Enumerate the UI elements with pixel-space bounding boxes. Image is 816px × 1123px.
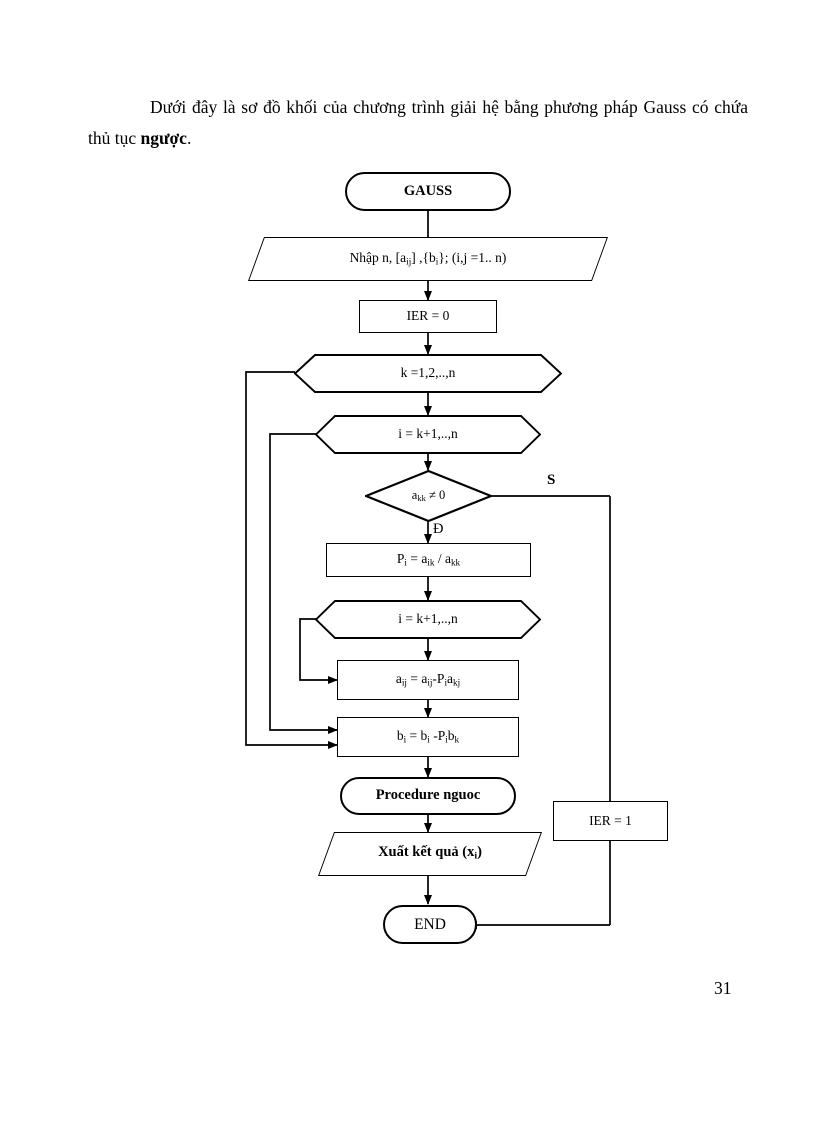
node-update-aij-label: aij = aij-Piakj — [395, 671, 461, 688]
node-start[interactable]: GAUSS — [345, 172, 511, 211]
node-loop-k-label: k =1,2,..,n — [400, 365, 456, 381]
bi-t3: -P — [429, 728, 446, 744]
node-ier-zero[interactable]: IER = 0 — [359, 300, 497, 333]
node-start-label: GAUSS — [403, 182, 453, 199]
output-text-2: ) — [477, 844, 482, 861]
input-sub-2: i — [435, 256, 439, 267]
branch-label-false: S — [547, 472, 556, 488]
aij-s3: i — [444, 677, 447, 688]
bi-s3: i — [445, 734, 448, 745]
node-loop-i-outer-label: i = k+1,..,n — [398, 426, 458, 442]
bi-t1: b — [396, 728, 404, 744]
bi-s1: i — [403, 734, 407, 745]
node-output-label: Xuất kết quả (xi) — [378, 844, 482, 862]
bi-s2: i — [427, 734, 430, 745]
hexagon-shape — [294, 354, 562, 393]
pi-sub-p: i — [404, 557, 407, 568]
pi-text-eq: = a — [406, 551, 428, 567]
input-sub-1: ij — [406, 256, 412, 267]
output-text-1: Xuất kết quả (x — [378, 844, 475, 861]
node-ier-zero-label: IER = 0 — [406, 308, 450, 324]
output-sub: i — [474, 850, 478, 862]
node-loop-k[interactable]: k =1,2,..,n — [294, 354, 562, 393]
body-paragraph: Dưới đây là sơ đồ khối của chương trình … — [88, 92, 748, 154]
node-update-bi-label: bi = bi -Pibk — [396, 728, 460, 745]
pi-sub-a1: ik — [427, 557, 435, 568]
pi-sub-a2: kk — [450, 557, 461, 568]
node-update-aij[interactable]: aij = aij-Piakj — [337, 660, 519, 700]
node-ier-one-label: IER = 1 — [589, 812, 632, 828]
paragraph-line-1: Dưới đây là sơ đồ khối của chương trình … — [150, 97, 687, 117]
node-loop-i-inner-label: i = k+1,..,n — [398, 611, 458, 627]
hexagon-shape — [315, 415, 541, 454]
aij-s4: kj — [453, 677, 461, 688]
node-end-label: END — [414, 915, 446, 933]
node-loop-i-inner[interactable]: i = k+1,..,n — [315, 600, 541, 639]
node-output[interactable]: Xuất kết quả (xi) — [317, 832, 543, 876]
decision-sub: kk — [417, 492, 426, 503]
paragraph-emphasis: ngược — [140, 128, 187, 148]
node-update-bi[interactable]: bi = bi -Pibk — [337, 717, 519, 757]
aij-s2: ij — [427, 677, 433, 688]
aij-s1: ij — [401, 677, 407, 688]
node-decision-pivot[interactable]: akk ≠ 0 — [365, 470, 492, 522]
node-loop-i-outer[interactable]: i = k+1,..,n — [315, 415, 541, 454]
node-procedure-nguoc-label: Procedure nguoc — [375, 787, 481, 804]
diamond-shape — [365, 470, 492, 522]
node-procedure-nguoc[interactable]: Procedure nguoc — [340, 777, 516, 815]
node-compute-pi-label: Pi = aik / akk — [396, 551, 461, 568]
pi-text-p: P — [396, 551, 405, 567]
page-number: 31 — [714, 978, 732, 998]
paragraph-line-2-suffix: . — [186, 128, 192, 148]
node-ier-one[interactable]: IER = 1 — [553, 801, 668, 841]
bi-t4: b — [447, 728, 455, 744]
node-input-label: Nhập n, [aij] ,{bi}; (i,j =1.. n) — [349, 250, 507, 267]
node-end[interactable]: END — [383, 905, 477, 944]
bi-t2: = b — [406, 728, 428, 744]
node-decision-label: akk ≠ 0 — [411, 487, 446, 503]
branch-label-true: Đ — [433, 521, 444, 537]
aij-t1: a — [395, 671, 402, 687]
pi-text-slash: / a — [434, 551, 451, 567]
aij-t2: = a — [406, 671, 428, 687]
node-input[interactable]: Nhập n, [aij] ,{bi}; (i,j =1.. n) — [247, 237, 609, 281]
aij-t4: a — [447, 671, 453, 687]
decision-text-rest: ≠ 0 — [425, 487, 446, 502]
aij-t3: -P — [432, 671, 445, 687]
input-text-1: Nhập n, [a — [349, 250, 407, 266]
bi-s4: k — [454, 734, 460, 745]
hexagon-shape — [315, 600, 541, 639]
paragraph-line-2-prefix: có chứa thủ tục — [88, 97, 748, 148]
node-compute-pi[interactable]: Pi = aik / akk — [326, 543, 531, 577]
input-text-2: ] ,{b — [411, 250, 436, 266]
input-text-3: }; (i,j =1.. n) — [438, 250, 507, 266]
decision-text-a: a — [411, 487, 418, 502]
